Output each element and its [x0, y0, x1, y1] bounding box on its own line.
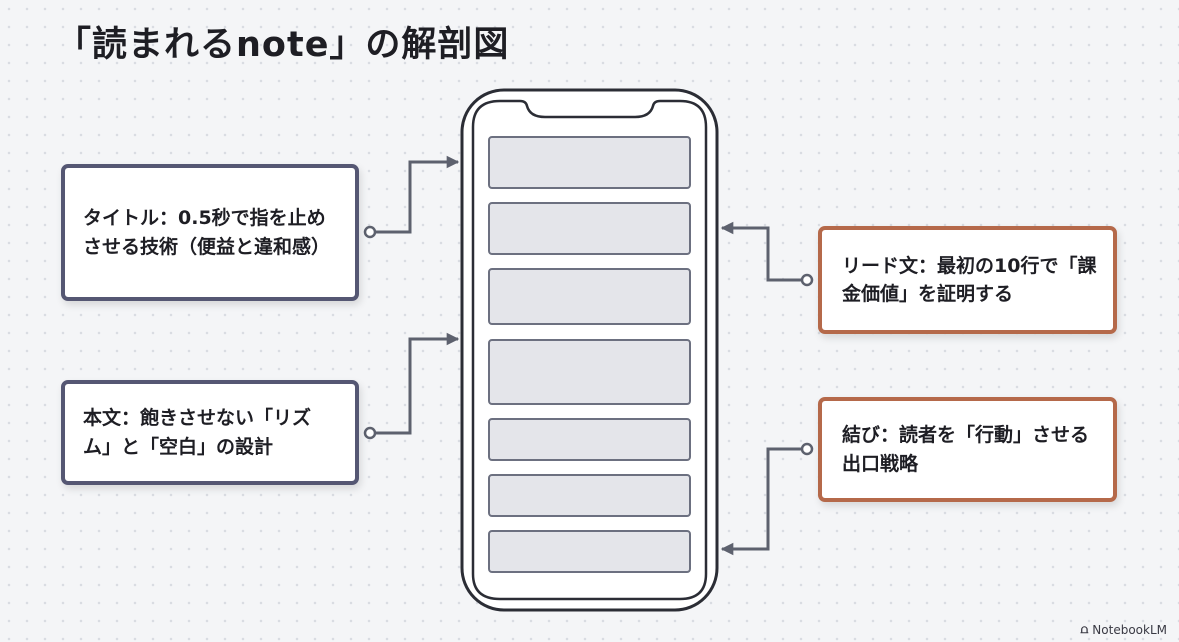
callout-body-text: 本文：飽きさせない「リズム」と「空白」の設計	[83, 407, 312, 458]
content-block-lead	[488, 202, 691, 255]
content-block-title	[488, 136, 691, 189]
content-block-lead-2	[488, 268, 691, 325]
connector-title	[363, 155, 460, 239]
brand-text: NotebookLM	[1092, 622, 1167, 637]
callout-lead: リード文：最初の10行で「課金価値」を証明する	[818, 226, 1117, 334]
connector-closing	[720, 442, 814, 556]
content-block-body-2	[488, 418, 691, 461]
page-title: 「読まれるnote」の解剖図	[56, 25, 510, 65]
callout-lead-text: リード文：最初の10行で「課金価値」を証明する	[842, 254, 1097, 306]
connector-body	[363, 332, 460, 440]
callout-body: 本文：飽きさせない「リズム」と「空白」の設計	[61, 380, 359, 485]
callout-closing-text: 結び：読者を「行動」させる出口戦略	[842, 424, 1090, 475]
callout-title: タイトル：0.5秒で指を止めさせる技術（便益と違和感）	[61, 164, 359, 301]
content-block-body-3	[488, 474, 691, 517]
brand-watermark: ⩍ NotebookLM	[1080, 622, 1167, 637]
content-block-body-main	[488, 339, 691, 405]
callout-title-text: タイトル：0.5秒で指を止めさせる技術（便益と違和感）	[83, 207, 331, 258]
connector-lead	[720, 221, 814, 287]
content-block-closing	[488, 530, 691, 573]
notebooklm-logo-icon: ⩍	[1080, 622, 1089, 636]
callout-closing: 結び：読者を「行動」させる出口戦略	[818, 397, 1117, 502]
